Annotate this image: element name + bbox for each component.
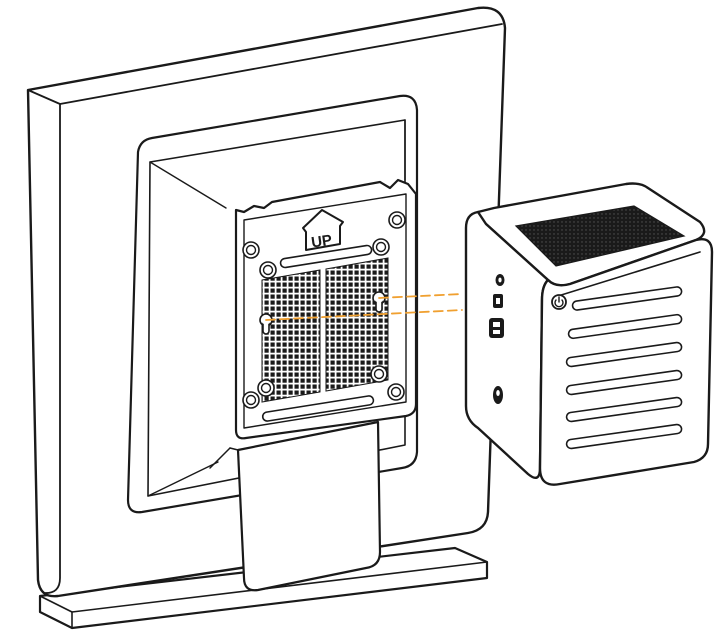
screw-hole [372, 238, 390, 256]
up-label-text: UP [310, 232, 333, 252]
keyhole-alignment-line [378, 293, 463, 299]
screw-holes [242, 211, 406, 409]
alignment-guides [265, 293, 463, 321]
monitor-stand-neck [209, 420, 382, 592]
screw-hole [259, 261, 277, 279]
keyhole-alignment-line [265, 309, 463, 321]
screw-hole [242, 391, 260, 409]
usb-port-icon [489, 318, 504, 338]
vent-slot [567, 313, 683, 340]
front-vent-slots [565, 286, 683, 450]
power-icon [551, 294, 567, 310]
screw-hole [388, 211, 406, 229]
audio-jack-icon [495, 274, 505, 286]
dc-in-icon [493, 386, 503, 404]
ventilation-grid [261, 257, 389, 403]
screw-hole [242, 241, 260, 259]
usb-port-icon [493, 294, 503, 308]
vent-slot [565, 396, 683, 423]
screw-hole [387, 383, 405, 401]
screw-hole [370, 365, 388, 383]
monitor: UP [26, 6, 507, 630]
top-slot [279, 244, 373, 269]
bottom-slot [261, 395, 375, 422]
vent-slot [565, 369, 683, 396]
vesa-mount-plate: UP [234, 178, 418, 440]
up-arrow-label: UP [302, 209, 344, 252]
vent-slot [565, 423, 683, 450]
mini-pc [464, 182, 714, 486]
top-vent-mesh [514, 205, 686, 267]
side-ports [489, 274, 505, 404]
screw-hole [257, 379, 275, 397]
vent-slot [565, 341, 683, 368]
vent-slot [571, 286, 683, 311]
